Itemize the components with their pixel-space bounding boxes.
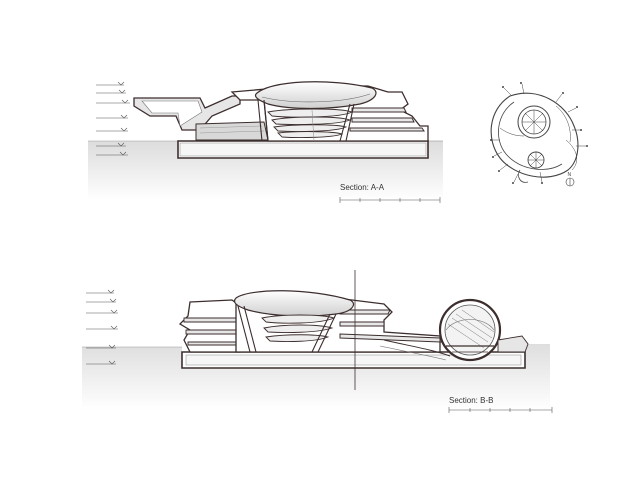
- scale-bar-bb: [448, 407, 553, 413]
- site-plan: [490, 82, 588, 187]
- section-aa-label: Section: A-A: [340, 183, 385, 192]
- level-markers-aa: [96, 81, 130, 156]
- section-bb: [82, 270, 553, 413]
- roof-shell-bb: [233, 290, 355, 317]
- roof-shell-aa: [254, 81, 377, 110]
- sphere-bb: [438, 298, 502, 362]
- ramps-bb: [261, 314, 336, 342]
- section-bb-label: Section: B-B: [449, 396, 494, 405]
- ground-bb: [82, 344, 550, 410]
- north-mark-label: N: [568, 172, 572, 178]
- scale-bar-aa: [339, 197, 441, 203]
- section-aa: [88, 81, 443, 203]
- ground-aa: [88, 141, 443, 200]
- ramps-aa: [267, 108, 354, 138]
- level-markers-bb: [86, 289, 118, 365]
